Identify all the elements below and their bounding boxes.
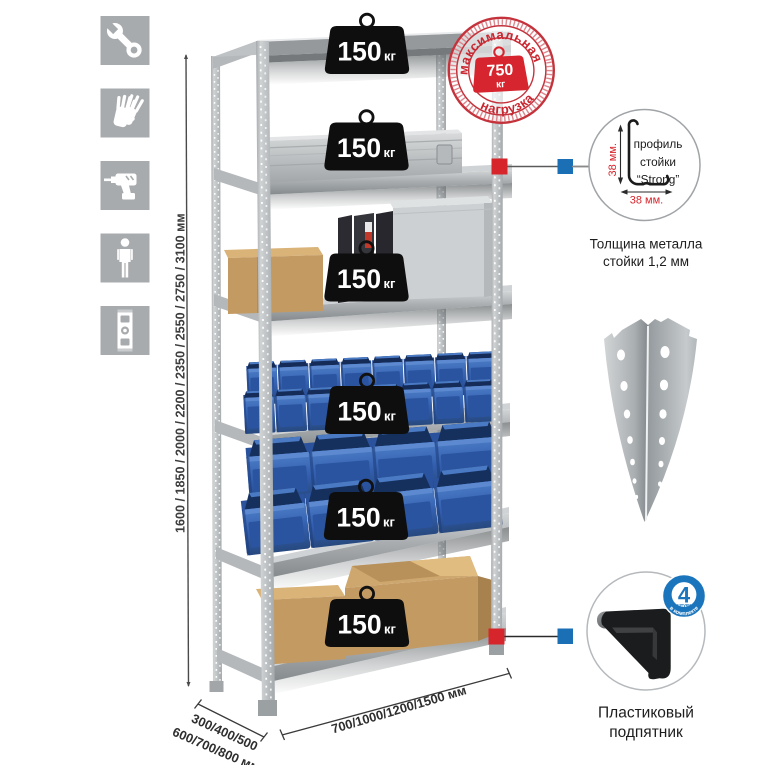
svg-text:Толщина металла: Толщина металла [590, 237, 703, 252]
svg-text:штуки: штуки [677, 603, 691, 608]
svg-text:38 мм.: 38 мм. [607, 143, 619, 176]
svg-text:“Strong”: “Strong” [637, 173, 680, 187]
svg-text:38 мм.: 38 мм. [630, 195, 663, 207]
svg-text:стойки 1,2 мм: стойки 1,2 мм [603, 254, 689, 269]
svg-text:кг: кг [496, 79, 506, 90]
svg-text:профиль: профиль [634, 137, 683, 151]
svg-text:Пластиковый: Пластиковый [598, 705, 694, 722]
svg-text:подпятник: подпятник [609, 724, 683, 741]
svg-text:4: 4 [678, 583, 691, 608]
svg-text:стойки: стойки [640, 155, 676, 169]
svg-text:700/1000/1200/1500 мм: 700/1000/1200/1500 мм [330, 682, 468, 736]
svg-text:1600 / 1850 / 2000 / 2200 / 23: 1600 / 1850 / 2000 / 2200 / 2350 / 2550 … [174, 213, 188, 533]
svg-text:в комплекте: в комплекте [668, 605, 700, 617]
svg-text:750: 750 [486, 62, 514, 80]
